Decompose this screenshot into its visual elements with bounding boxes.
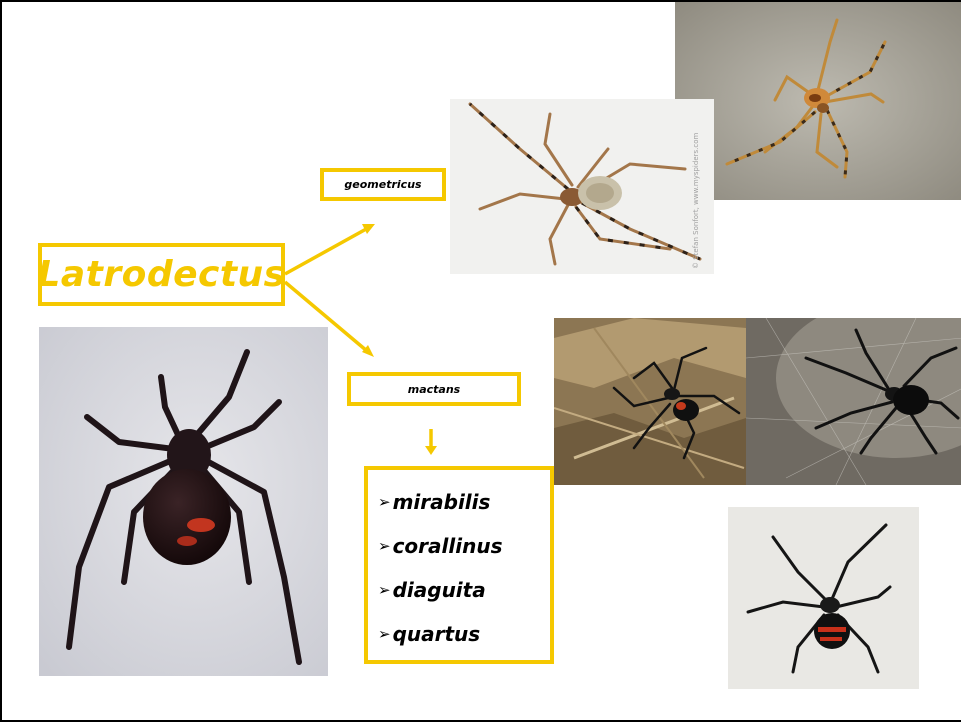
arrow-to-mactans [285, 282, 367, 351]
bullet-arrow-icon: ➢ [378, 493, 391, 511]
genus-label: Latrodectus [38, 243, 285, 306]
arrow-to-subspecies-head [425, 446, 437, 455]
bullet-arrow-icon: ➢ [378, 537, 391, 555]
bullet-arrow-icon: ➢ [378, 581, 391, 599]
subspecies-name: mirabilis [393, 490, 491, 514]
subspecies-name: corallinus [393, 534, 503, 558]
species-mactans-label: mactans [347, 372, 521, 406]
subspecies-name: quartus [393, 622, 481, 646]
list-item: ➢ mirabilis [378, 480, 550, 524]
bullet-arrow-icon: ➢ [378, 625, 391, 643]
subspecies-name: diaguita [393, 578, 486, 602]
subspecies-list: ➢ mirabilis ➢ corallinus ➢ diaguita ➢ qu… [364, 466, 554, 664]
list-item: ➢ corallinus [378, 524, 550, 568]
list-item: ➢ quartus [378, 612, 550, 656]
list-item: ➢ diaguita [378, 568, 550, 612]
arrow-to-geometricus [285, 228, 368, 274]
species-geometricus-label: geometricus [320, 168, 446, 201]
